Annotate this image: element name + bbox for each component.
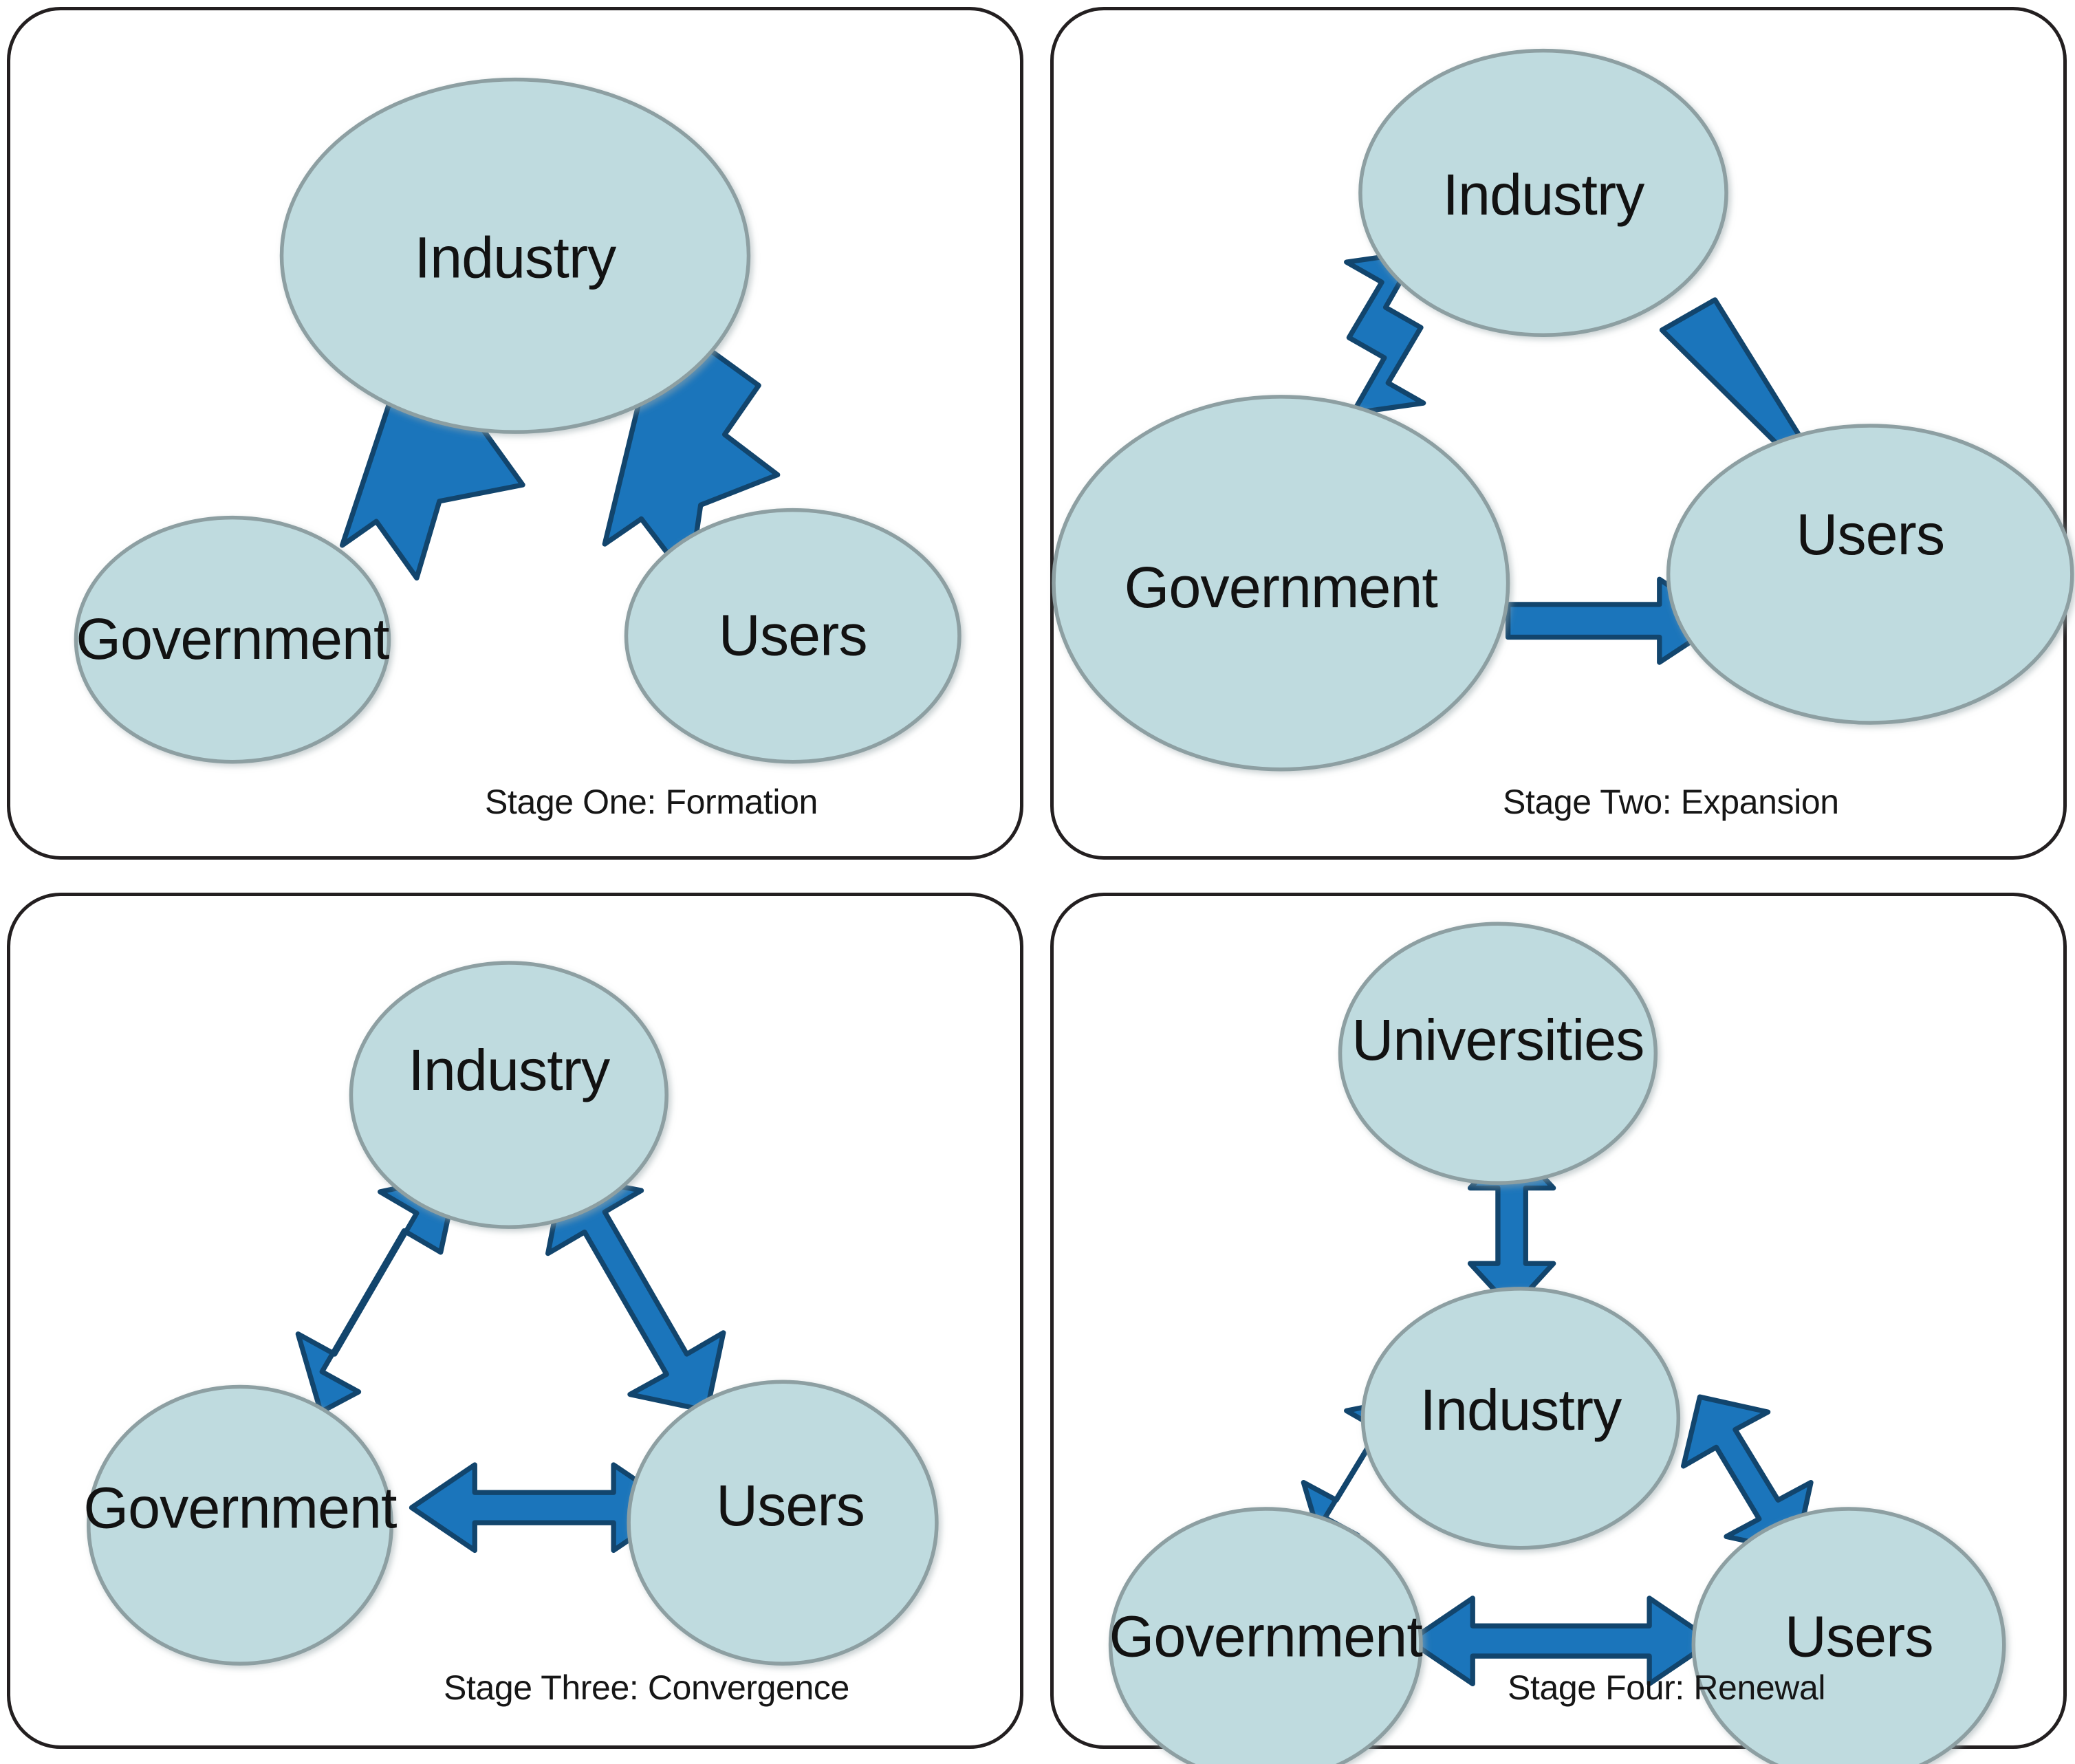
users-label: Users (1796, 502, 1944, 567)
panel-stage-one-caption: Stage One: Formation (485, 783, 818, 821)
panel-stage-four-caption: Stage Four: Renewal (1508, 1668, 1826, 1707)
industry-ellipse (1358, 48, 1728, 337)
industry-label: Industry (408, 1038, 610, 1102)
government-label: Government (1109, 1604, 1423, 1668)
government-ellipse (1108, 1507, 1423, 1764)
government-label: Government (76, 607, 389, 671)
government-label: Government (83, 1476, 397, 1540)
node-government: Government (1108, 1507, 1423, 1764)
industry-ellipse (349, 961, 669, 1229)
panel-stage-two-graph: Industry Government Users (1052, 48, 2074, 772)
node-users: Users (627, 1380, 939, 1666)
users-label: Users (716, 1473, 865, 1538)
arrow-government-users (1406, 1596, 1715, 1687)
industry-label: Industry (1420, 1378, 1622, 1442)
users-ellipse (624, 508, 962, 764)
node-industry: Industry (1358, 48, 1728, 337)
government-label: Government (1125, 555, 1438, 620)
industry-label: Industry (415, 225, 617, 290)
node-industry: Industry (1360, 1287, 1681, 1550)
node-universities: Universities (1338, 922, 1658, 1185)
node-government: Government (83, 1384, 398, 1666)
panel-stage-three-caption: Stage Three: Convergence (444, 1668, 849, 1707)
users-ellipse (627, 1380, 939, 1666)
panel-stage-three-graph: Industry Government Users (83, 961, 939, 1666)
government-ellipse (74, 515, 391, 764)
government-ellipse (87, 1384, 393, 1666)
node-government: Government (1052, 395, 1510, 772)
node-users: Users (624, 508, 962, 764)
arrow-government-users (409, 1462, 680, 1554)
users-ellipse (1666, 424, 2074, 725)
node-industry: Industry (279, 77, 751, 434)
industry-label: Industry (1443, 162, 1645, 227)
users-label: Users (719, 603, 867, 668)
users-ellipse (1691, 1507, 2006, 1764)
universities-ellipse (1338, 922, 1658, 1185)
panel-stage-four: Universities Industry Government Users S… (1050, 893, 2067, 1764)
panel-stage-three: Industry Government Users Stage Three: C… (7, 893, 1023, 1749)
panel-stage-two-caption: Stage Two: Expansion (1503, 783, 1839, 821)
industry-ellipse (1360, 1287, 1681, 1550)
industry-ellipse (279, 77, 751, 434)
panel-stage-one: Industry Government Users Stage One: For… (7, 7, 1023, 860)
node-users: Users (1691, 1507, 2006, 1764)
node-government: Government (74, 515, 391, 764)
panel-stage-four-graph: Universities Industry Government Users (1108, 922, 2006, 1764)
universities-label: Universities (1351, 1008, 1644, 1072)
node-industry: Industry (349, 961, 669, 1229)
panel-stage-one-graph: Industry Government Users (74, 77, 962, 764)
node-users: Users (1666, 424, 2074, 725)
panel-stage-two: Industry Government Users Stage Two: Exp… (1050, 7, 2074, 860)
government-ellipse (1052, 395, 1510, 772)
users-label: Users (1785, 1604, 1933, 1668)
arrow-government-industry (1344, 249, 1426, 416)
